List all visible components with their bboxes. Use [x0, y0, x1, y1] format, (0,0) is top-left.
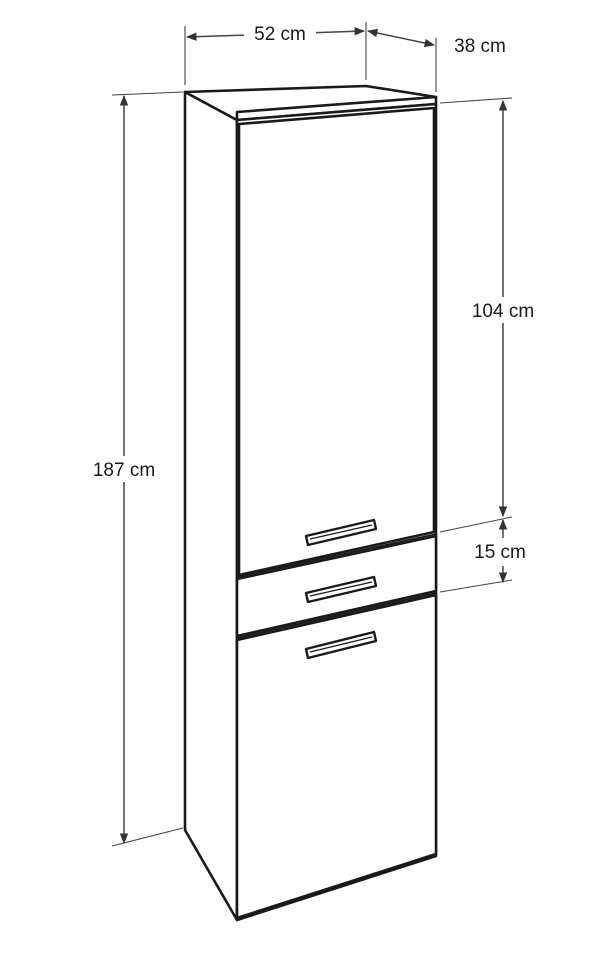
total-height-label: 187 cm [93, 460, 155, 481]
cabinet-side-panel [183, 90, 239, 922]
depth-label: 38 cm [454, 36, 506, 57]
width-label: 52 cm [254, 24, 306, 45]
width-dimension: 52 cm [184, 22, 367, 85]
drawer-gap [236, 592, 437, 639]
upper-door-gap [236, 533, 437, 578]
lower-door [235, 593, 438, 920]
upper-door-handle [304, 518, 378, 547]
upper-door-height-dimension: 104 cm [439, 97, 544, 533]
drawer-height-label: 15 cm [474, 542, 526, 563]
depth-dimension-line [366, 28, 436, 48]
lower-door-handle [304, 630, 378, 660]
total-height-dimension: 187 cm [84, 91, 184, 847]
upper-door [237, 106, 436, 577]
depth-dimension: 38 cm [366, 28, 506, 92]
cabinet [183, 84, 438, 922]
drawer-height-dimension: 15 cm [439, 518, 526, 593]
upper-door-height-label: 104 cm [472, 301, 534, 322]
drawer-handle [304, 575, 378, 604]
